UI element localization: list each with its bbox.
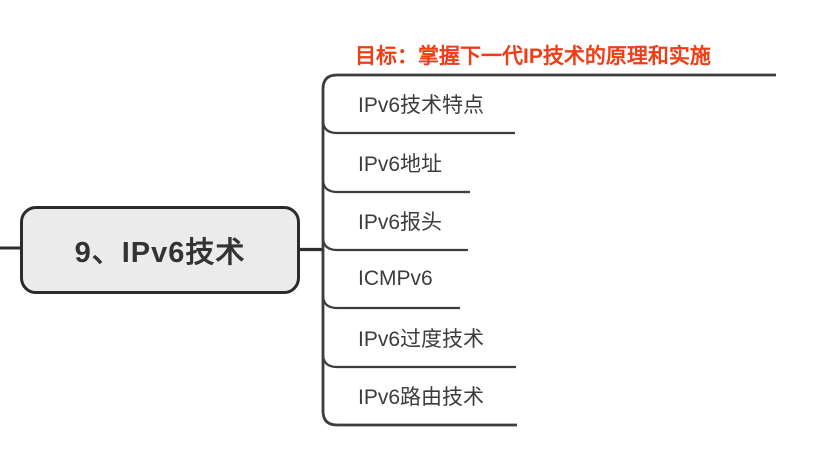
- root-topic-node[interactable]: 9、IPv6技术: [20, 206, 300, 294]
- branch-topic-ipv6-routing[interactable]: IPv6路由技术: [358, 386, 485, 409]
- branch-topic-icmpv6[interactable]: ICMPv6: [358, 267, 433, 290]
- root-topic-label: 9、IPv6技术: [74, 237, 246, 269]
- branch-topic-ipv6-features[interactable]: IPv6技术特点: [358, 94, 485, 117]
- branch-topic-ipv6-header[interactable]: IPv6报头: [358, 211, 443, 234]
- branch-topic-ipv6-transition[interactable]: IPv6过度技术: [358, 327, 485, 351]
- goal-annotation[interactable]: 目标：掌握下一代IP技术的原理和实施: [355, 45, 711, 68]
- branch-topic-ipv6-address[interactable]: IPv6地址: [358, 152, 443, 176]
